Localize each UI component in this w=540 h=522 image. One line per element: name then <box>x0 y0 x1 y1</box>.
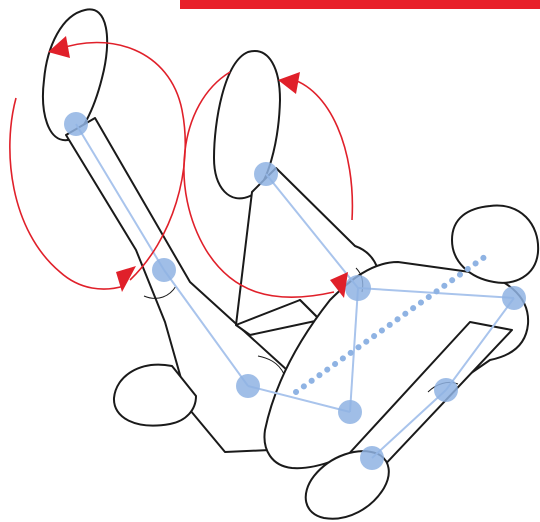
arrowhead-lower-right <box>330 272 348 298</box>
bone-right-shoulder-to-right-elbow <box>445 297 515 391</box>
left-leg-rotation-arrow <box>9 36 186 292</box>
spine-dotted-line <box>293 253 489 395</box>
pelvis-joint <box>338 400 362 424</box>
right-leg-rotation-arrow <box>183 71 354 299</box>
right-elbow-joint <box>434 378 458 402</box>
bone-right-elbow-to-right-wrist <box>371 389 447 459</box>
right-shoulder-joint <box>502 286 526 310</box>
right-ankle-joint <box>254 162 278 186</box>
bone-left-knee-to-left-hip <box>163 269 249 387</box>
right-foot <box>213 50 281 200</box>
left-knee-joint <box>152 258 176 282</box>
right-wrist-joint <box>360 446 384 470</box>
arrowhead-upper-right <box>278 72 300 94</box>
bone-right-ankle-to-right-knee <box>265 173 359 289</box>
bone-left-hip-to-pelvis <box>247 385 351 413</box>
right-knee-joint <box>345 275 371 301</box>
torso <box>263 261 530 470</box>
left-ankle-joint <box>64 112 88 136</box>
left-knee-angle-arc <box>143 285 177 299</box>
left-hip-angle-arc <box>257 355 285 375</box>
arrowhead-lower-left <box>116 266 136 292</box>
bone-right-knee-to-pelvis <box>349 287 359 413</box>
skeleton-joints <box>64 112 526 470</box>
bone-left-ankle-to-left-knee <box>75 123 165 271</box>
top-accent-bar <box>180 0 540 9</box>
arrowhead-upper-left <box>48 36 70 58</box>
left-heel <box>112 363 197 427</box>
left-hip-joint <box>236 374 260 398</box>
